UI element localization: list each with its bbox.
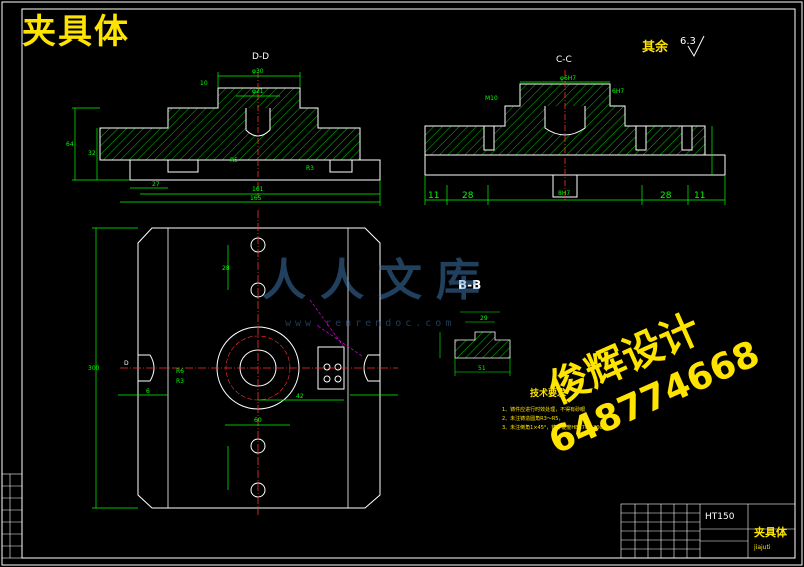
- plan-view-dimensions: [92, 227, 398, 509]
- plan-view-outline: [137, 227, 381, 509]
- plan-view-bracket-hole-3: [323, 375, 331, 383]
- section-dd-dimensions: [72, 72, 381, 206]
- title-block-part-pinyin: jiajuti: [754, 544, 771, 551]
- dim-32: 32: [88, 150, 96, 157]
- section-cc-hole-3: [681, 125, 693, 151]
- dim-64: 64: [66, 141, 74, 148]
- dim-phi6h7: φ6H7: [560, 75, 576, 82]
- drawing-title: 夹具体: [22, 12, 130, 52]
- section-dd-left-pocket: [167, 159, 199, 173]
- dim-m10: M10: [485, 95, 498, 102]
- tech-requirement-1: 1、铸件应进行时效处理，不得有砂眼: [502, 407, 586, 413]
- dimension-labels: φ30 φ21 10 64 32 R5 R3 27 161 165 φ6H7 M…: [66, 68, 705, 424]
- section-dd-right-pocket: [329, 159, 353, 173]
- section-bb-dimensions: [439, 311, 511, 376]
- dim-51: 51: [478, 365, 486, 372]
- other-roughness-label: 其余: [642, 40, 669, 55]
- dim-42: 42: [296, 393, 304, 400]
- dim-r5: R5: [230, 157, 238, 164]
- title-block-part-name: 夹具体: [754, 526, 787, 539]
- roughness-value: 6.3: [680, 36, 696, 47]
- plan-view: [92, 210, 398, 515]
- section-cc-base: [424, 154, 726, 176]
- dim-r3b: R3: [176, 378, 184, 385]
- dim-29: 29: [480, 315, 488, 322]
- dim-phi30: φ30: [252, 68, 264, 75]
- dim-6h7: 6H7: [612, 88, 624, 95]
- dim-11b: 11: [694, 191, 705, 201]
- dim-8h7: 8H7: [558, 190, 570, 197]
- section-dd-label: D-D: [252, 52, 270, 62]
- watermark-url: www.renrendoc.com: [285, 318, 456, 329]
- tech-requirement-2: 2、未注铸造圆角R3～R5，: [502, 416, 564, 422]
- dim-28a: 28: [462, 191, 474, 201]
- section-cc-view: [424, 70, 726, 205]
- section-bb-body: [454, 331, 511, 359]
- watermark-logo: 人人文库: [262, 255, 494, 306]
- section-cc-hole-1: [483, 125, 495, 151]
- dim-165: 165: [250, 195, 262, 202]
- section-cc-hole-2: [635, 125, 647, 151]
- section-cc-dimensions: [424, 81, 726, 205]
- title-block: [620, 503, 796, 559]
- dim-28b: 28: [660, 191, 672, 201]
- section-dd-view: [72, 72, 381, 206]
- dim-d: D: [124, 360, 129, 367]
- section-bb-view: [439, 311, 511, 376]
- section-cc-label: C-C: [556, 55, 572, 65]
- dim-300: 300: [88, 365, 100, 372]
- plan-view-bracket-hole-1: [323, 363, 331, 371]
- inner-frame: [21, 8, 796, 559]
- tech-requirements-title: 技术要求: [530, 389, 567, 399]
- dim-27: 27: [152, 181, 160, 188]
- title-block-material: HT150: [705, 512, 735, 522]
- dim-60: 60: [254, 417, 262, 424]
- dim-28v: 28: [222, 265, 230, 272]
- left-side-table: [1, 473, 23, 559]
- dim-11a: 11: [428, 191, 439, 201]
- roughness-symbol: [687, 35, 705, 58]
- plan-view-hidden-lines: [309, 299, 363, 357]
- dim-161: 161: [252, 186, 264, 193]
- plan-view-bracket-hole-2: [334, 363, 342, 371]
- section-bb-label: B-B: [458, 278, 482, 292]
- dim-6: 6: [146, 388, 150, 395]
- dim-phi21: φ21: [252, 88, 264, 95]
- section-dd-body: [99, 87, 361, 161]
- dim-r3: R3: [306, 165, 314, 172]
- tech-requirement-3: 3、未注倒角1×45°，铸件硬度HB170～200: [502, 425, 603, 431]
- plan-view-bracket-hole-4: [334, 375, 342, 383]
- dim-10: 10: [200, 80, 208, 87]
- dim-r6: R6: [176, 368, 184, 375]
- section-cc-slot: [544, 106, 586, 136]
